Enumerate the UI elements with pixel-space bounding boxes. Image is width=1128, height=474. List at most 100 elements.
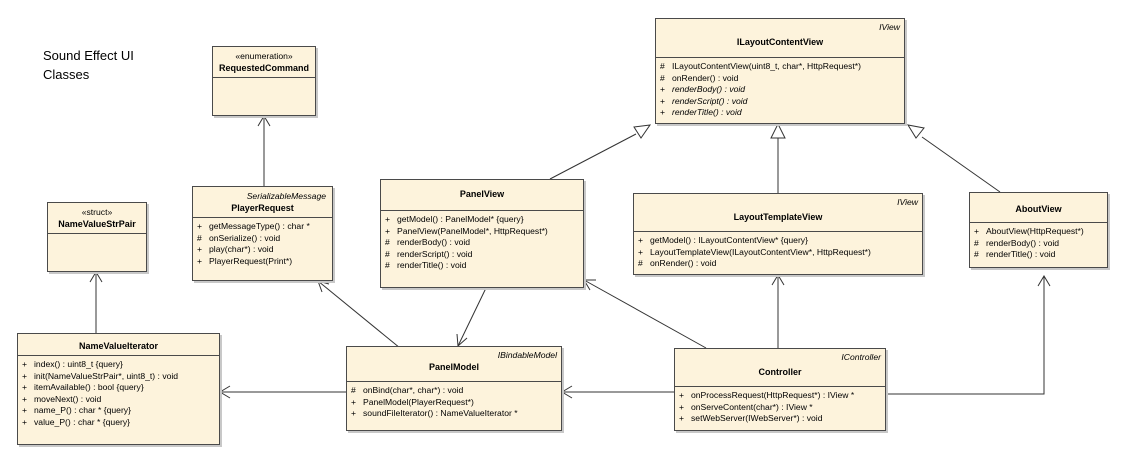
operation-signature: getMessageType() : char * (209, 221, 310, 231)
superclass-label: SerializableMessage (246, 191, 326, 201)
stereotype: «struct» (81, 207, 113, 217)
class-name: Controller (758, 367, 802, 377)
operation-signature: soundFileIterator() : NameValueIterator … (363, 408, 518, 418)
visibility-marker: + (679, 401, 685, 412)
edge-panelmodel-playerrequest (317, 280, 401, 349)
class-panel-model[interactable]: IBindableModel PanelModel #onBind(char*,… (346, 346, 562, 431)
operation-signature: onServeContent(char*) : IView * (691, 401, 813, 412)
visibility-marker: # (197, 232, 202, 243)
class-panel-view[interactable]: PanelView +getModel() : PanelModel* {que… (380, 179, 584, 288)
operation-row: + getModel() : PanelModel* {query} (385, 214, 579, 226)
operation-row: +onProcessRequest(HttpRequest*) : IView … (679, 390, 881, 402)
arrowhead-requestedcommand (257, 115, 271, 127)
visibility-marker: + (351, 408, 357, 418)
operation-row: #ILayoutContentView(uint8_t, char*, Http… (660, 61, 900, 73)
interface-label: IController (841, 352, 881, 362)
operation-signature: renderTitle() : void (397, 260, 467, 270)
visibility-marker: # (638, 258, 643, 268)
class-header: NameValueIterator (18, 334, 219, 356)
edge-aboutview-ilayoutcontentview (921, 136, 1001, 193)
operation-row: + LayoutTemplateView(ILayoutContentView*,… (638, 247, 918, 259)
visibility-marker: + (22, 382, 28, 392)
operations-list: +AboutView(HttpRequest*)#renderBody() : … (970, 223, 1107, 265)
diagram-title: Sound Effect UI Classes (43, 46, 134, 84)
arrowhead-panelmodel-from-controller (561, 385, 573, 399)
operations-list: + getModel() : PanelModel* {query} +PanelV… (381, 211, 583, 276)
operation-row: # renderBody() : void (974, 238, 1103, 250)
visibility-marker: + (638, 235, 644, 245)
class-controller[interactable]: IController Controller +onProcessRequest… (674, 348, 886, 431)
operation-signature: moveNext() : void (34, 393, 102, 404)
operation-row: # renderBody() : void (385, 237, 579, 249)
operation-row: + renderScript() : void (660, 96, 900, 108)
operation-row: +PanelModel(PlayerRequest*) (351, 397, 557, 409)
operations-list: +index() : uint8_t {query}+init(NameValu… (18, 356, 219, 432)
visibility-marker: + (638, 246, 644, 257)
operation-row: +value_P() : char * {query} (22, 417, 215, 429)
class-requested-command[interactable]: «enumeration» RequestedCommand (212, 46, 316, 116)
operation-signature: onRender() : void (672, 72, 739, 83)
class-name: NameValueStrPair (58, 219, 136, 229)
operation-row: +moveNext() : void (22, 394, 215, 406)
operation-signature: renderScript() : void (397, 248, 473, 259)
class-name-value-str-pair[interactable]: «struct» NameValueStrPair (47, 202, 147, 272)
operation-row: +PanelView(PanelModel*, HttpRequest*) (385, 226, 579, 238)
class-player-request[interactable]: SerializableMessage PlayerRequest + getMe… (192, 186, 333, 281)
visibility-marker: + (679, 413, 685, 423)
visibility-marker: + (660, 107, 666, 117)
visibility-marker: # (974, 237, 979, 248)
operations-list: #ILayoutContentView(uint8_t, char*, Http… (656, 58, 904, 123)
edge-controller-panelview (583, 279, 707, 349)
operation-row: + onServeContent(char*) : IView * (679, 402, 881, 414)
generalization-triangle-layouttemplateview (770, 122, 786, 139)
operation-signature: LayoutTemplateView(ILayoutContentView*, … (650, 246, 871, 257)
generalization-triangle-aboutview (906, 124, 925, 139)
visibility-marker: + (385, 214, 391, 224)
class-header: «enumeration» RequestedCommand (213, 47, 315, 78)
operation-row: +play(char*) : void (197, 244, 328, 256)
arrowhead-aboutview (1037, 275, 1051, 287)
arrowhead-namevaluestrpair (89, 271, 103, 283)
visibility-marker: # (385, 248, 390, 259)
visibility-marker: + (197, 244, 203, 254)
operation-signature: renderBody() : void (986, 237, 1060, 248)
operation-signature: itemAvailable() : bool {query} (34, 382, 144, 392)
operation-row: + renderTitle() : void (660, 107, 900, 119)
operation-signature: name_P() : char * {query} (34, 405, 131, 415)
class-layout-template-view[interactable]: IView LayoutTemplateView +getModel() : I… (633, 193, 923, 275)
class-header: SerializableMessage PlayerRequest (193, 187, 332, 218)
visibility-marker: + (197, 221, 203, 231)
class-header: IController Controller (675, 349, 885, 387)
operation-row: + itemAvailable() : bool {query} (22, 382, 215, 394)
operation-signature: renderScript() : void (672, 95, 748, 106)
operation-row: +renderBody() : void (660, 84, 900, 96)
operation-signature: getModel() : PanelModel* {query} (397, 214, 524, 224)
operation-signature: renderTitle() : void (672, 107, 742, 117)
diagram-title-line-1: Sound Effect UI (43, 48, 134, 63)
arrowhead-layouttemplateview (771, 274, 785, 286)
class-header: IView ILayoutContentView (656, 19, 904, 58)
operation-row: + soundFileIterator() : NameValueIterator… (351, 408, 557, 420)
operations-list: +getMessageType() : char *#onSerialize()… (193, 218, 332, 271)
visibility-marker: # (385, 260, 390, 270)
class-about-view[interactable]: AboutView +AboutView(HttpRequest*)#rende… (969, 192, 1108, 268)
visibility-marker: + (660, 95, 666, 106)
operation-signature: AboutView(HttpRequest*) (986, 226, 1084, 236)
class-name-value-iterator[interactable]: NameValueIterator +index() : uint8_t {qu… (17, 333, 220, 445)
interface-label: IBindableModel (497, 350, 557, 360)
interface-label: IView (897, 197, 918, 207)
visibility-marker: # (974, 249, 979, 259)
edge-controller-aboutview (886, 276, 1045, 395)
stereotype: «enumeration» (235, 51, 293, 61)
class-ilayout-content-view[interactable]: IView ILayoutContentView #ILayoutContent… (655, 18, 905, 124)
visibility-marker: + (22, 416, 28, 427)
operation-signature: PanelModel(PlayerRequest*) (363, 396, 474, 407)
visibility-marker: # (385, 237, 390, 247)
operation-signature: renderBody() : void (397, 237, 471, 247)
operation-signature: onProcessRequest(HttpRequest*) : IView * (691, 390, 855, 400)
interface-label: IView (879, 22, 900, 32)
operation-row: +setWebServer(IWebServer*) : void (679, 413, 881, 425)
operation-signature: ILayoutContentView(uint8_t, char*, HttpR… (672, 61, 862, 71)
operation-row: #renderTitle() : void (974, 249, 1103, 261)
